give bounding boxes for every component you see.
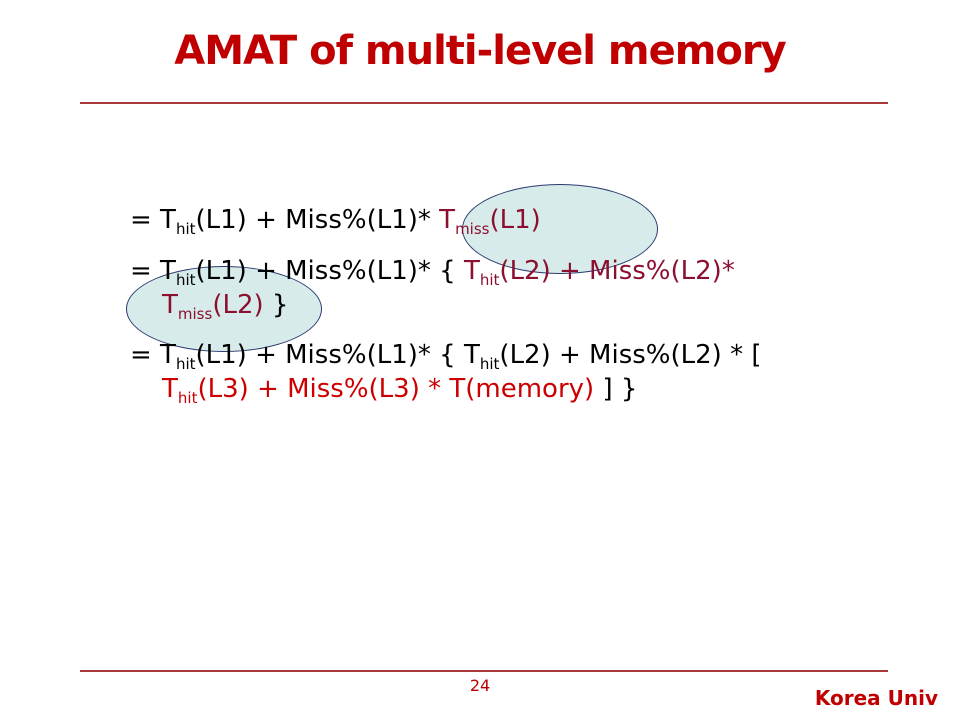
tmiss-l2-term: Tmiss(L2) <box>162 290 272 323</box>
equation-line-1: = Thit(L1) + Miss%(L1)* Tmiss(L1) <box>130 205 541 238</box>
slide-title: AMAT of multi-level memory <box>174 28 786 74</box>
page-number: 24 <box>469 676 491 695</box>
equation-line-2: = Thit(L1) + Miss%(L1)* { Thit(L2) + Mis… <box>130 256 735 289</box>
footer-divider <box>80 670 888 672</box>
l3-expansion-term: Thit(L3) + Miss%(L3) * T(memory) <box>162 374 595 407</box>
l2-expansion-term: Thit(L2) + Miss%(L2)* <box>463 256 735 289</box>
title-divider <box>80 102 888 104</box>
equation-line-3-continuation: Thit(L3) + Miss%(L3) * T(memory) ] } <box>162 374 638 407</box>
highlight-ellipse-tmiss-l1 <box>462 184 658 274</box>
tmiss-l1-term: Tmiss(L1) <box>439 205 541 238</box>
highlight-ellipse-tmiss-l2 <box>126 266 322 352</box>
footer-label: Korea Univ <box>814 686 938 710</box>
equation-line-2-continuation: Tmiss(L2) } <box>162 290 289 323</box>
equation-line-3: = Thit(L1) + Miss%(L1)* { Thit(L2) + Mis… <box>130 340 762 373</box>
